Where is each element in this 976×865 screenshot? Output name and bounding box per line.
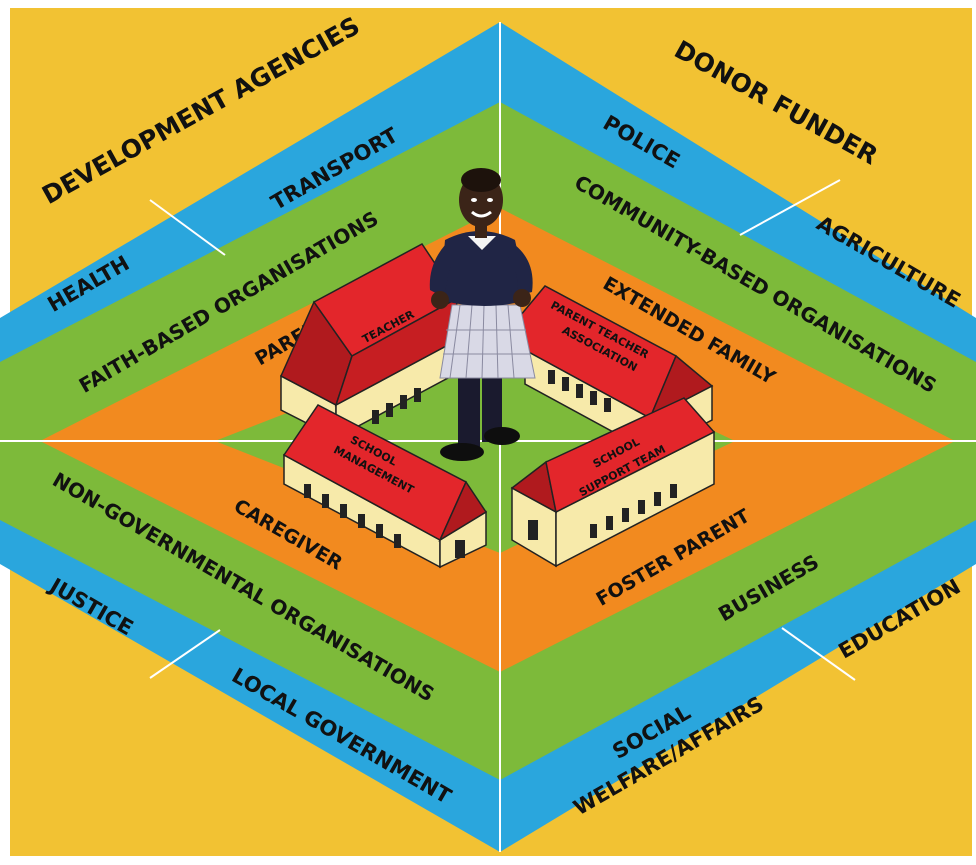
child-illustration — [429, 168, 536, 461]
teacher-building: TEACHER — [280, 243, 460, 440]
school-management-building: SCHOOL MANAGEMENT — [282, 404, 488, 569]
school-support-building: SCHOOL SUPPORT TEAM — [510, 397, 716, 568]
